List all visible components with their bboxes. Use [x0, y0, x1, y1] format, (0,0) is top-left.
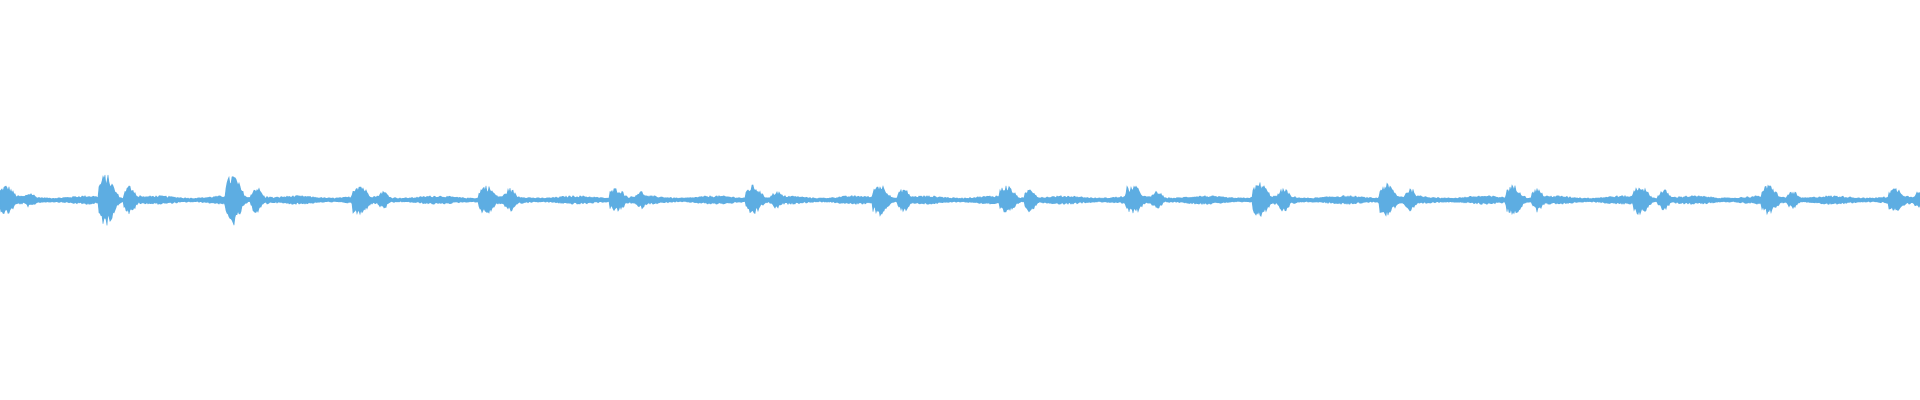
- waveform-canvas: [0, 174, 1920, 226]
